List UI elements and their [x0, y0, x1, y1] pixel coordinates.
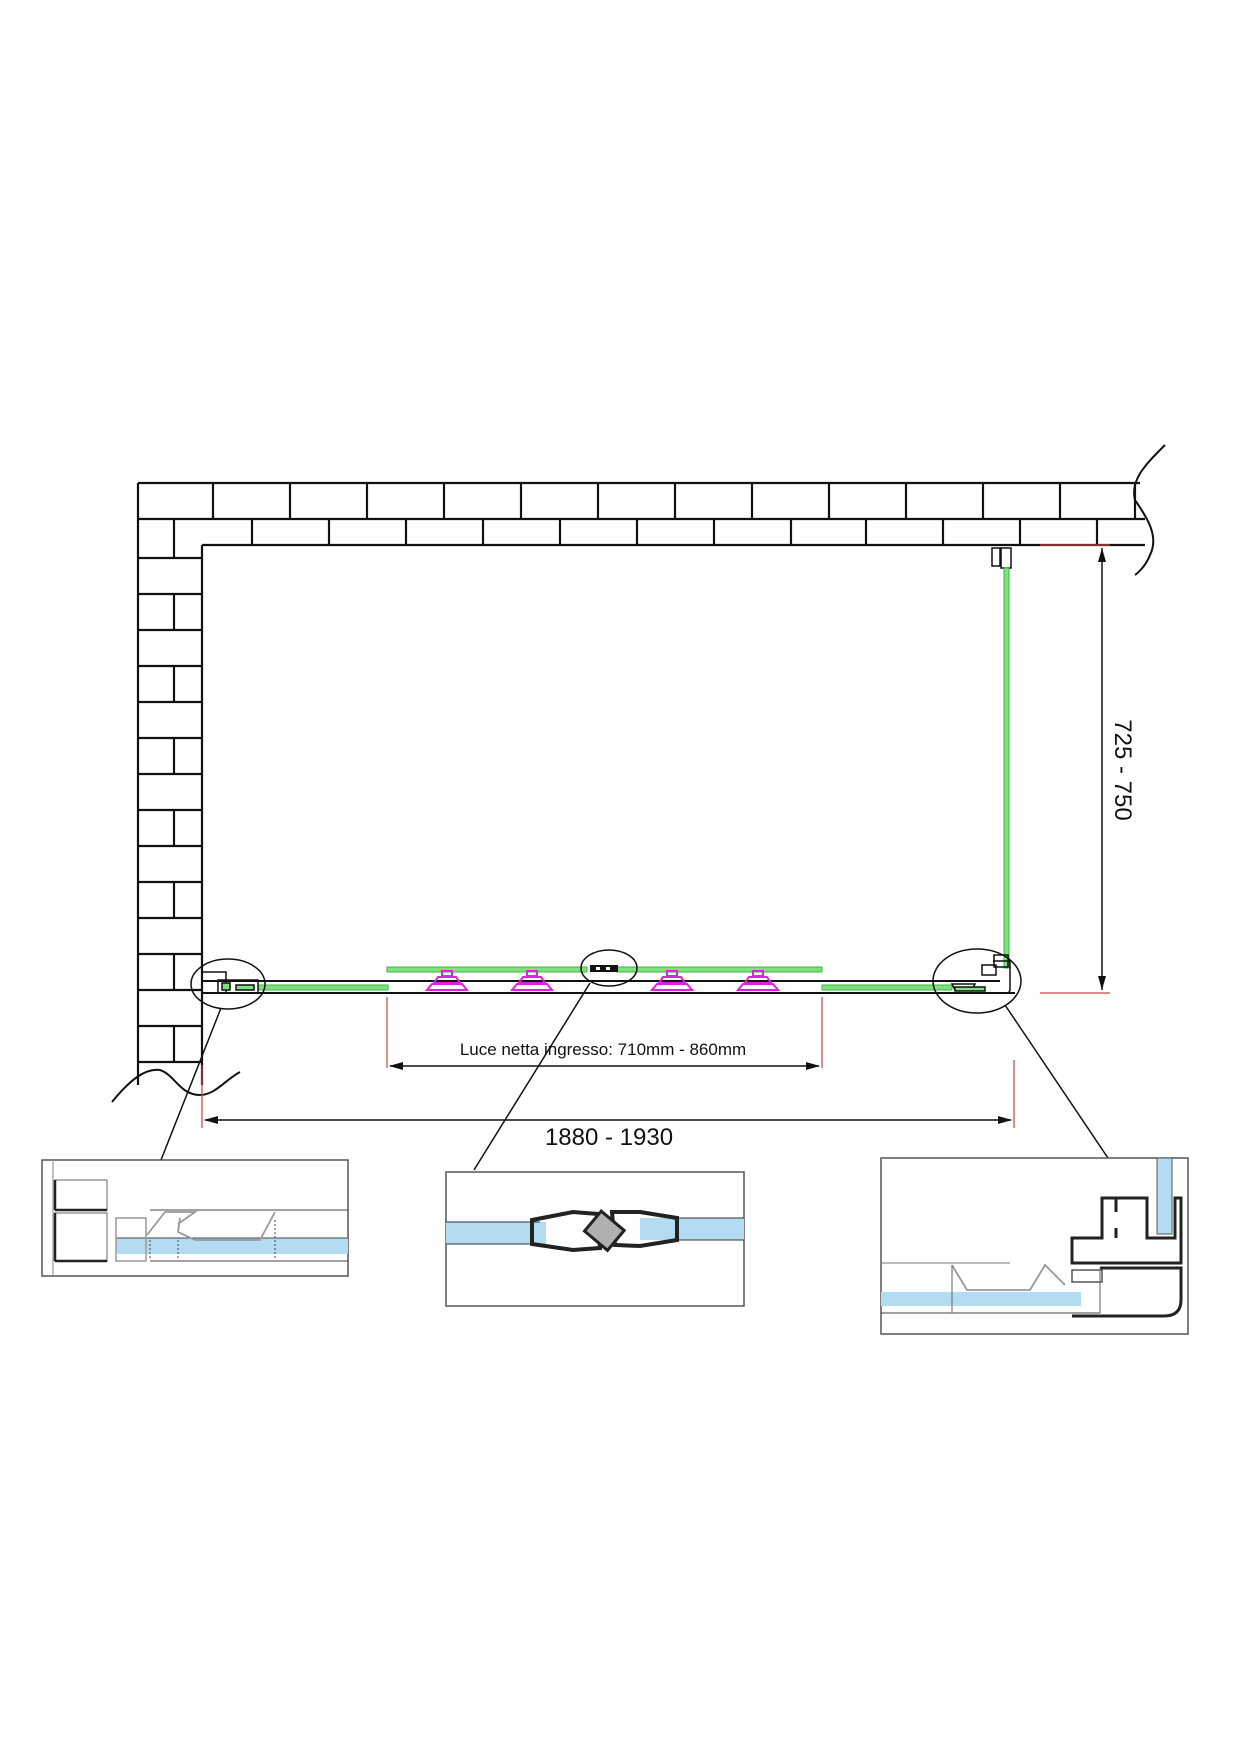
door-rollers	[424, 970, 781, 991]
fixed-glass-left	[257, 984, 389, 991]
fixed-glass-right	[821, 984, 953, 991]
roller-2	[509, 970, 555, 991]
roller-3	[649, 970, 695, 991]
wall-break-bottom	[111, 1068, 241, 1103]
detail-box-magnetic-closure	[445, 1171, 745, 1307]
roller-4	[735, 970, 781, 991]
entrance-dimension: Luce netta ingresso: 710mm - 860mm	[386, 997, 823, 1070]
depth-label: 725 - 750	[1109, 719, 1136, 820]
left-brick-wall	[136, 483, 204, 1085]
detail-circle-center	[580, 949, 638, 987]
sliding-door-right	[616, 966, 823, 973]
detail-box-right-corner	[880, 1157, 1189, 1335]
wall-break-right	[1133, 444, 1166, 576]
depth-dimension: 725 - 750	[1040, 544, 1136, 994]
detail-circle-left	[190, 958, 266, 1010]
top-brick-wall	[138, 481, 1145, 558]
width-label: 1880 - 1930	[545, 1124, 673, 1151]
left-profile-small	[201, 971, 259, 994]
width-dimension: 1880 - 1930	[201, 1060, 1015, 1151]
right-profile-small	[950, 954, 1011, 994]
magnet-small	[590, 965, 618, 972]
detail-box-left-profile	[41, 1159, 349, 1277]
detail-circle-right	[932, 948, 1022, 1014]
sliding-door-left	[386, 966, 588, 973]
entrance-label: Luce netta ingresso: 710mm - 860mm	[460, 1040, 746, 1059]
roller-1	[424, 970, 470, 991]
leader-lines	[160, 982, 1109, 1171]
bottom-track	[202, 980, 1015, 994]
side-glass-panel	[991, 547, 1012, 969]
